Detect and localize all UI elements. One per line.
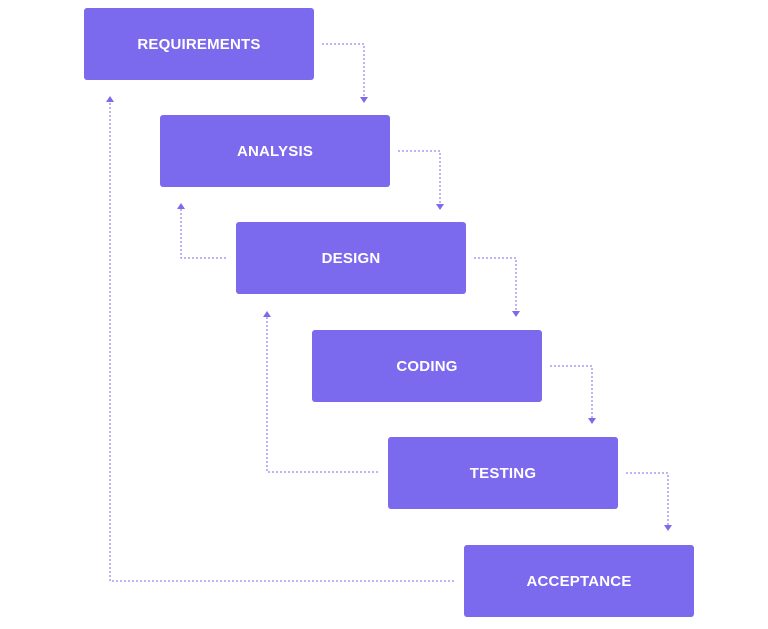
forward-arrow-analysis-design bbox=[398, 150, 444, 210]
feedback-arrow-acceptance-requirements bbox=[106, 96, 454, 582]
stage-testing: TESTING bbox=[388, 437, 618, 509]
forward-arrow-design-coding bbox=[474, 257, 520, 317]
feedback-arrow-testing-design bbox=[263, 311, 378, 473]
stage-label-design: DESIGN bbox=[321, 249, 381, 267]
stage-requirements: REQUIREMENTS bbox=[84, 8, 314, 80]
stage-label-acceptance: ACCEPTANCE bbox=[526, 572, 632, 590]
stage-analysis: ANALYSIS bbox=[160, 115, 390, 187]
stage-label-requirements: REQUIREMENTS bbox=[137, 35, 261, 53]
forward-arrow-requirements-analysis bbox=[322, 43, 368, 103]
stage-label-coding: CODING bbox=[396, 357, 458, 375]
stage-label-analysis: ANALYSIS bbox=[236, 142, 314, 160]
forward-arrow-testing-acceptance bbox=[626, 472, 672, 531]
stage-coding: CODING bbox=[312, 330, 542, 402]
stage-design: DESIGN bbox=[236, 222, 466, 294]
stage-acceptance: ACCEPTANCE bbox=[464, 545, 694, 617]
feedback-arrow-design-analysis bbox=[177, 203, 226, 259]
forward-arrow-coding-testing bbox=[550, 365, 596, 424]
stage-label-testing: TESTING bbox=[469, 464, 537, 482]
